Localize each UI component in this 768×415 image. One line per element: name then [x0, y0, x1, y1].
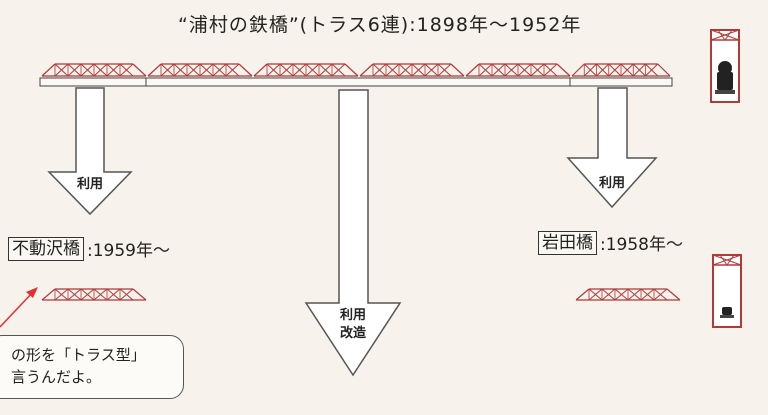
truss-span-1 — [54, 63, 69, 77]
truss-span-1 — [93, 63, 108, 77]
truss-span-1 — [132, 63, 147, 77]
truss-span-3 — [279, 63, 294, 77]
truss-span-5 — [517, 63, 532, 77]
truss-span-4 — [411, 63, 426, 77]
truss-span-small — [666, 288, 681, 301]
arrow-label-center-2: 改造 — [339, 326, 366, 341]
truss-span-small — [80, 288, 95, 301]
speech-bubble-note: の形を「トラス型」 言うんだよ。 — [0, 335, 184, 399]
fudosawa-bridge-label: 不動沢橋 :1959年～ — [8, 236, 170, 261]
truss-span-2 — [160, 63, 175, 77]
truss-span-small — [106, 288, 121, 301]
truss-span-1 — [67, 63, 82, 77]
fudosawa-bridge-period: :1959年～ — [87, 241, 170, 261]
reuse-modify-arrow-center — [304, 89, 402, 377]
truss-span-5 — [491, 63, 506, 77]
iwata-bridge-name: 岩田橋 — [538, 230, 597, 255]
reuse-arrow-left — [47, 87, 133, 216]
note-line-1: の形を「トラス型」 — [11, 346, 146, 364]
arrow-label-left: 利用 — [76, 177, 103, 192]
truss-span-small — [640, 288, 655, 301]
arrow-label-right: 利用 — [598, 176, 625, 191]
truss-span-4 — [450, 63, 465, 77]
truss-span-5 — [543, 63, 558, 77]
truss-span-small — [653, 288, 668, 301]
fudosawa-truss-bridge — [41, 288, 147, 301]
train-icon-bottom — [712, 254, 742, 328]
truss-span-2 — [212, 63, 227, 77]
arrow-label-center-1: 利用 — [339, 308, 366, 323]
pointer-arrowhead — [26, 287, 38, 298]
truss-span-4 — [385, 63, 400, 77]
truss-span-2 — [238, 63, 253, 77]
truss-span-1 — [80, 63, 95, 77]
truss-span-small — [119, 288, 134, 301]
truss-span-6 — [645, 63, 659, 77]
truss-span-4 — [398, 63, 413, 77]
reuse-arrow-right — [566, 87, 658, 209]
truss-span-2 — [225, 63, 240, 77]
truss-span-6 — [632, 63, 646, 77]
truss-span-6 — [583, 63, 597, 77]
truss-span-small — [67, 288, 82, 301]
truss-span-small — [41, 288, 56, 301]
truss-span-small — [575, 288, 590, 301]
truss-span-3 — [305, 63, 320, 77]
truss-span-small — [93, 288, 108, 301]
pointer-line — [0, 291, 34, 328]
truss-span-3 — [292, 63, 307, 77]
truss-span-small — [588, 288, 603, 301]
truss-span-6 — [608, 63, 622, 77]
train-icon-top — [710, 29, 740, 103]
truss-span-4 — [372, 63, 387, 77]
truss-span-3 — [331, 63, 346, 77]
page-title: “浦村の鉄橋”(トラス6連):1898年～1952年 — [178, 14, 582, 36]
truss-span-2 — [147, 63, 162, 77]
truss-span-3 — [318, 63, 333, 77]
truss-span-small — [132, 288, 147, 301]
truss-span-small — [601, 288, 616, 301]
iwata-bridge-label: 岩田橋 :1958年～ — [538, 230, 683, 255]
main-truss-bridge — [41, 63, 671, 77]
truss-span-1 — [41, 63, 56, 77]
truss-span-4 — [424, 63, 439, 77]
truss-span-4 — [437, 63, 452, 77]
truss-span-6 — [620, 63, 634, 77]
truss-span-6 — [596, 63, 610, 77]
iwata-bridge-period: :1958年～ — [600, 235, 683, 255]
truss-span-5 — [530, 63, 545, 77]
truss-span-5 — [478, 63, 493, 77]
truss-span-2 — [199, 63, 214, 77]
truss-span-2 — [173, 63, 188, 77]
truss-span-3 — [253, 63, 268, 77]
truss-span-2 — [186, 63, 201, 77]
truss-span-6 — [571, 63, 585, 77]
iwata-truss-bridge — [575, 288, 681, 301]
truss-span-4 — [359, 63, 374, 77]
truss-span-5 — [556, 63, 571, 77]
truss-span-small — [627, 288, 642, 301]
fudosawa-bridge-name: 不動沢橋 — [8, 236, 84, 261]
truss-span-1 — [106, 63, 121, 77]
truss-span-small — [54, 288, 69, 301]
truss-span-5 — [465, 63, 480, 77]
truss-span-3 — [344, 63, 359, 77]
truss-span-5 — [504, 63, 519, 77]
truss-span-6 — [657, 63, 671, 77]
truss-span-small — [614, 288, 629, 301]
truss-span-3 — [266, 63, 281, 77]
truss-span-1 — [119, 63, 134, 77]
note-line-2: 言うんだよ。 — [11, 368, 102, 386]
main-bridge-deck — [39, 77, 673, 87]
